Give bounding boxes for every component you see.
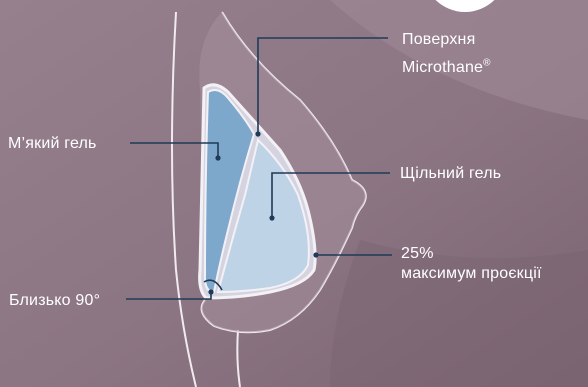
microthane-label: Поверхня Microthane® [402, 29, 491, 79]
projection-dot [313, 252, 318, 257]
projection-label-line1: 25% [401, 243, 542, 265]
dense-gel-label: Щільний гель [400, 163, 501, 185]
microthane-label-line2: Microthane® [402, 57, 491, 79]
microthane-brand: Microthane [402, 59, 483, 76]
registered-mark: ® [483, 58, 491, 69]
projection-label: 25% максимум проєкції [401, 243, 542, 285]
angle-label: Близько 90° [9, 290, 100, 312]
soft-gel-label: М’який гель [8, 133, 97, 155]
projection-label-line2: максимум проєкції [401, 263, 542, 285]
soft-gel-dot [215, 155, 220, 160]
dense-gel-dot [269, 215, 274, 220]
microthane-dot [255, 131, 260, 136]
angle-dot [208, 289, 213, 294]
microthane-label-line1: Поверхня [402, 29, 491, 51]
